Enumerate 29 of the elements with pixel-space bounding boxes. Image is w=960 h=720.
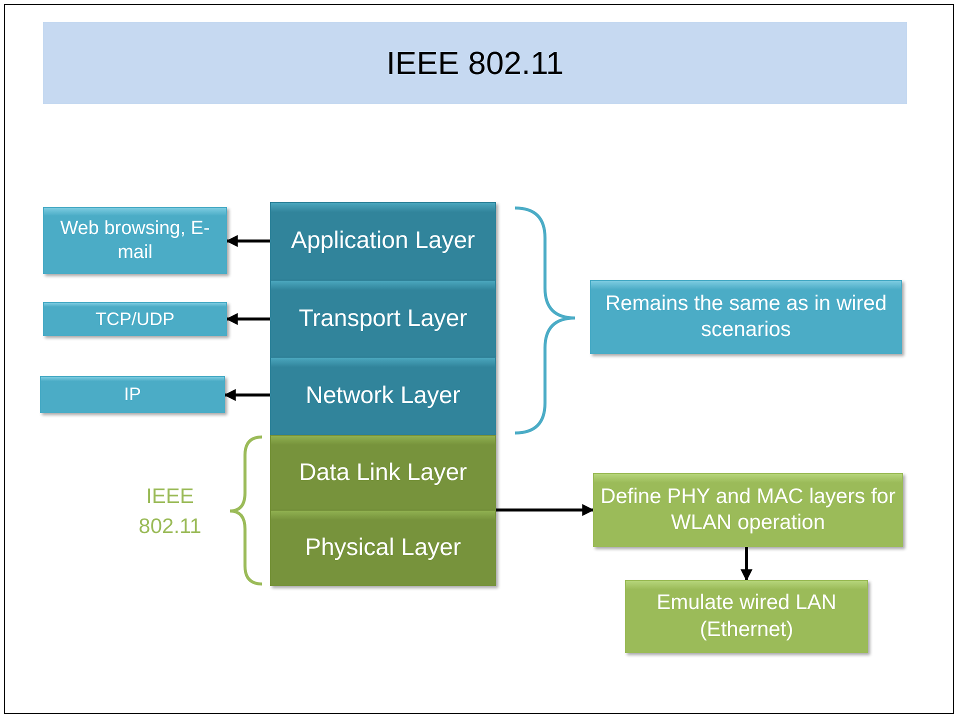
- layer-box: [270, 510, 496, 586]
- node-text: Emulate wired LAN (Ethernet): [656, 590, 838, 642]
- node-text: Data Link Layer: [298, 458, 468, 488]
- node-text: Define PHY and MAC layers for WLAN operation: [600, 484, 896, 536]
- arrow: [496, 504, 594, 516]
- layer-box: [270, 435, 496, 510]
- node-text: Application Layer: [290, 226, 476, 256]
- layer-box: [270, 280, 496, 357]
- protocol-box: [43, 302, 227, 336]
- node-text: IP: [122, 383, 142, 406]
- arrow: [224, 389, 270, 401]
- note-box: [625, 580, 868, 653]
- arrow: [226, 235, 270, 247]
- group-label: IEEE 802.11: [138, 484, 202, 540]
- title: IEEE 802.11: [386, 44, 564, 82]
- note-box: [593, 473, 903, 547]
- arrow: [740, 547, 752, 582]
- node-text: Network Layer: [304, 381, 462, 411]
- node-text: Physical Layer: [304, 533, 462, 563]
- node-text: Web browsing, E-mail: [59, 216, 211, 264]
- node-text: TCP/UDP: [94, 308, 176, 330]
- layer-box: [270, 357, 496, 435]
- protocol-box: [43, 207, 227, 274]
- node-text: Transport Layer: [298, 304, 468, 334]
- protocol-box: [40, 376, 225, 413]
- arrow: [226, 313, 270, 325]
- node-text: Remains the same as in wired scenarios: [604, 290, 888, 343]
- note-box: [590, 280, 902, 354]
- layer-box: [270, 202, 496, 280]
